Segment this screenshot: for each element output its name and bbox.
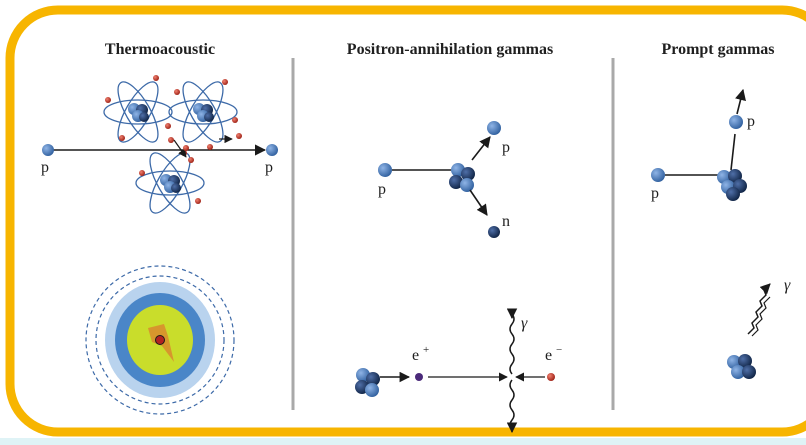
panel-title-prompt-gammas: Prompt gammas xyxy=(661,41,774,58)
proton-incoming xyxy=(651,168,665,182)
atom-icon xyxy=(103,75,173,143)
gamma-label: γ xyxy=(784,277,791,294)
heat-deposition-target xyxy=(85,265,235,415)
proton-outgoing xyxy=(729,115,743,129)
panel-title-thermoacoustic: Thermoacoustic xyxy=(105,41,215,58)
neutron xyxy=(488,226,500,238)
ejected-electron xyxy=(183,145,189,151)
positron-charge: + xyxy=(423,344,429,356)
gamma-label: γ xyxy=(521,315,528,332)
atom-icon xyxy=(135,150,205,214)
proton-incoming xyxy=(378,163,392,177)
proton-label: p xyxy=(378,181,386,198)
nucleus-icon xyxy=(727,354,756,379)
annihilation-diagram: e + e − γ xyxy=(355,308,562,434)
nuclear-reaction-positron: p p n xyxy=(378,121,510,238)
proton-label-out: p xyxy=(502,139,510,156)
positron-label: e xyxy=(412,347,419,364)
thermoacoustic-interaction: p p xyxy=(41,75,278,214)
ejected-electron xyxy=(236,133,242,139)
electron-label: e xyxy=(545,347,552,364)
ejected-electron xyxy=(207,144,213,150)
positron xyxy=(415,373,423,381)
electron xyxy=(547,373,555,381)
bottom-strip xyxy=(0,438,806,445)
proton-label: p xyxy=(651,185,659,202)
neutron-label: n xyxy=(502,213,510,230)
proton-outgoing xyxy=(266,144,278,156)
proton-label-out: p xyxy=(265,159,273,176)
proton-outgoing xyxy=(487,121,501,135)
proton-label-in: p xyxy=(41,159,49,176)
proton-incoming xyxy=(42,144,54,156)
nucleus-icon xyxy=(449,163,475,192)
nucleus-icon xyxy=(717,169,747,201)
prompt-gamma-reaction: p p γ xyxy=(651,88,791,379)
nucleus-icon xyxy=(355,368,380,397)
ejected-electron xyxy=(188,157,194,163)
electron-charge: − xyxy=(556,344,562,356)
atom-icon xyxy=(168,79,238,143)
proton-label-out: p xyxy=(747,113,755,130)
ejected-electron xyxy=(168,137,174,143)
panel-title-positron: Positron-annihilation gammas xyxy=(347,41,553,58)
